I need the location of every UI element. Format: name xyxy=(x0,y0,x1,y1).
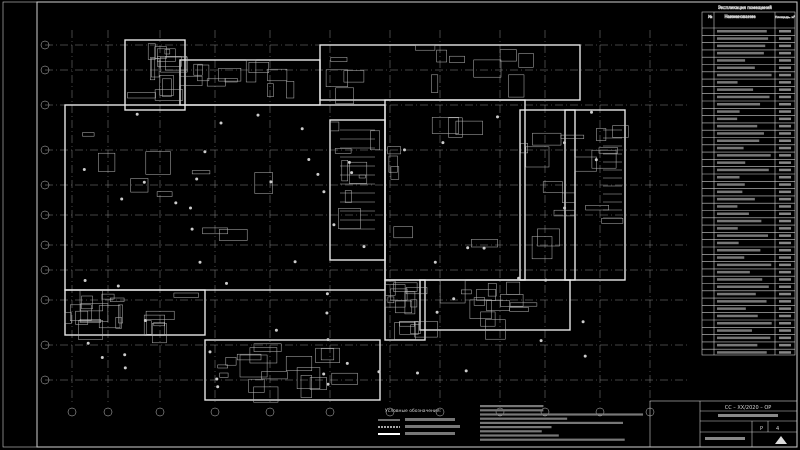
legend: Условные обозначения: xyxy=(378,408,460,435)
general-notes xyxy=(480,405,644,441)
drawing-code: СС – ХХ/2020 – ОР xyxy=(725,405,772,411)
schedule-header-name: Наименование xyxy=(724,14,756,19)
title-block: СС – ХХ/2020 – ОР Р 4 xyxy=(649,400,798,448)
legend-title: Условные обозначения: xyxy=(385,408,441,414)
schedule-header-num: № xyxy=(708,14,712,19)
room-details xyxy=(64,43,629,403)
stage-label: Р xyxy=(760,426,763,432)
sheet-number: 4 xyxy=(776,426,779,432)
schedule-header-area: Площадь, м² xyxy=(775,15,796,19)
axis-grid xyxy=(40,30,690,417)
schedule-title: Экспликация помещений xyxy=(718,5,772,10)
room-schedule-table: Экспликация помещений № Наименование Пло… xyxy=(701,5,796,356)
